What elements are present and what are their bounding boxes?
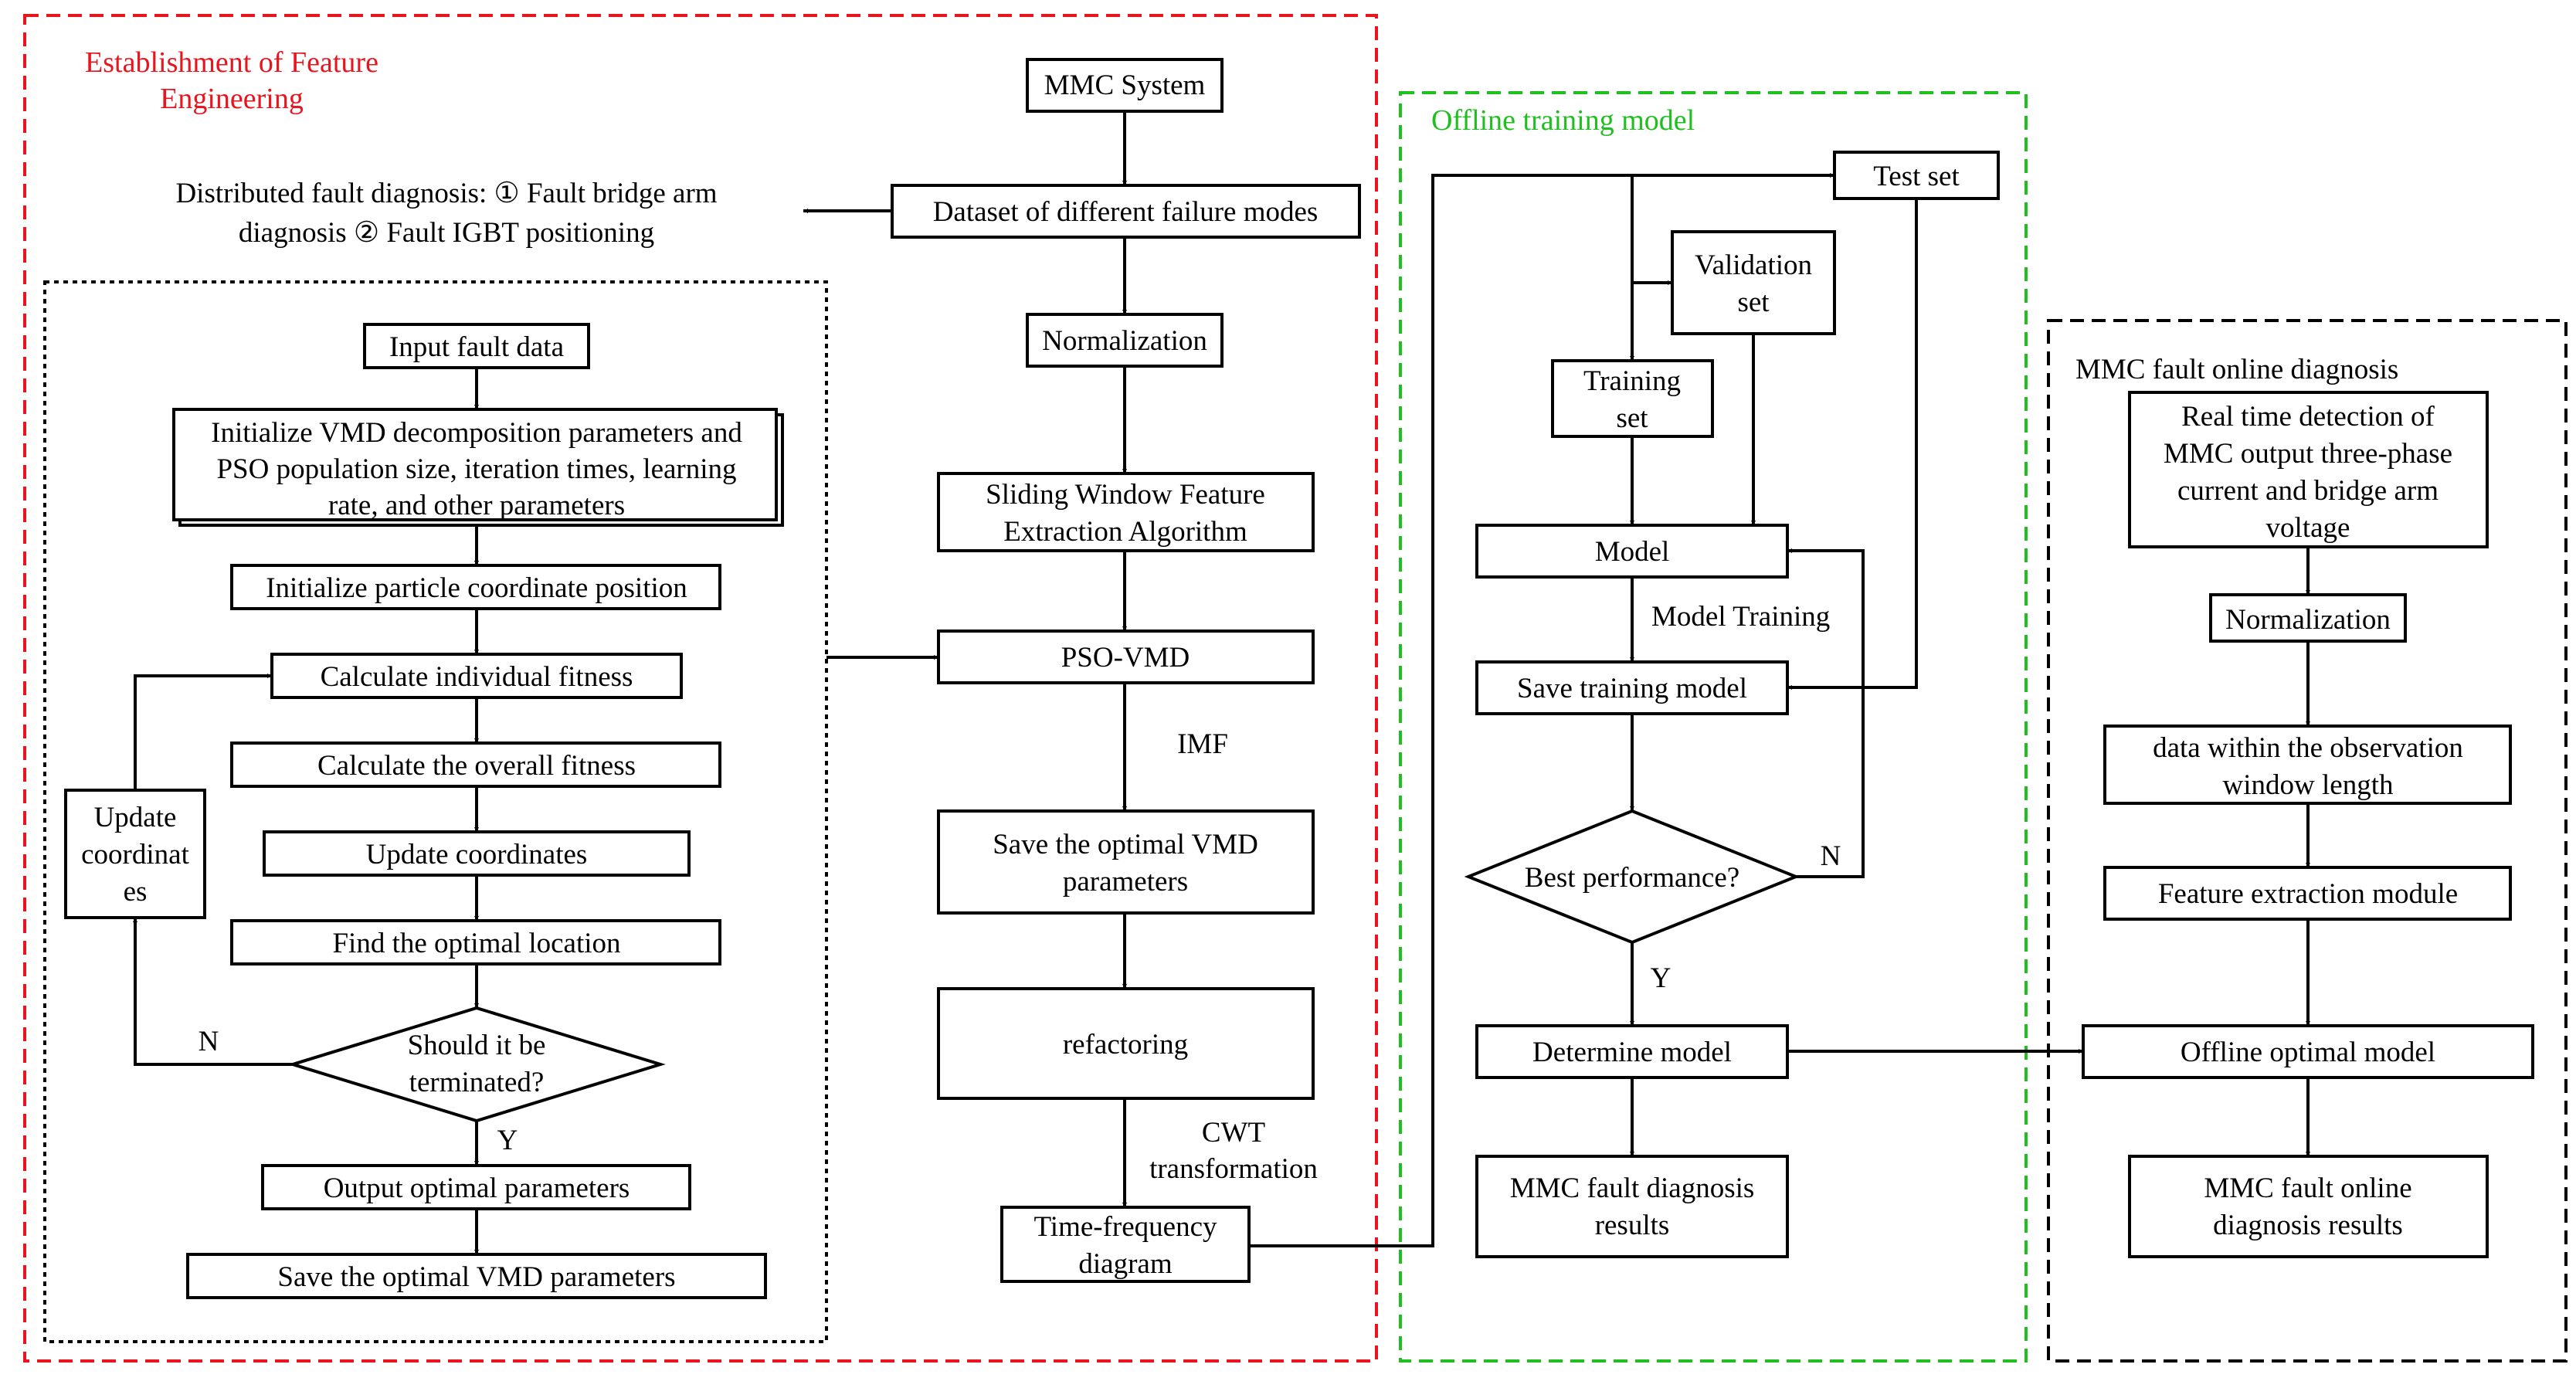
feature-region-title-line1: Establishment of Feature xyxy=(85,46,378,79)
realtime-detection-label-line1: Real time detection of xyxy=(2181,401,2435,433)
offline-training-region xyxy=(1399,91,2028,1363)
online-normalization-label: Normalization xyxy=(2225,604,2391,636)
edge-side-to-fitness xyxy=(134,674,272,790)
save-params-box xyxy=(186,1253,767,1299)
terminate-decision-label-line1: Should it be xyxy=(408,1030,546,1061)
edge-testset-to-save xyxy=(1787,199,1918,690)
time-frequency-label-line1: Time-frequency xyxy=(1033,1211,1217,1243)
save-model-label: Save training model xyxy=(1517,673,1747,704)
imf-label: IMF xyxy=(1177,728,1228,760)
offline-results-label-line1: MMC fault diagnosis xyxy=(1510,1173,1755,1204)
model-label: Model xyxy=(1595,536,1670,568)
init-vmd-label-line1: Initialize VMD decomposition parameters … xyxy=(211,417,742,449)
init-vmd-label-line2: PSO population size, iteration times, le… xyxy=(216,453,736,485)
observation-window-label-line1: data within the observation xyxy=(2153,732,2463,764)
online-results-box xyxy=(2128,1155,2489,1258)
dataset-label: Dataset of different failure modes xyxy=(933,196,1319,228)
online-results-label-line1: MMC fault online xyxy=(2204,1173,2411,1204)
feature-engineering-region xyxy=(23,14,1378,1363)
model-box xyxy=(1475,524,1789,579)
training-set-label-line2: set xyxy=(1616,402,1648,434)
online-normalization-box xyxy=(2209,593,2407,643)
edge-best-no xyxy=(1787,548,1865,878)
offline-n-label: N xyxy=(1821,840,1841,872)
refactoring-label: refactoring xyxy=(1063,1029,1188,1061)
determine-model-box xyxy=(1475,1024,1789,1079)
realtime-detection-label-line2: MMC output three-phase xyxy=(2164,438,2452,470)
normalization-label: Normalization xyxy=(1042,325,1207,357)
offline-results-box xyxy=(1475,1155,1789,1258)
overall-fitness-label: Calculate the overall fitness xyxy=(317,750,636,782)
edge-terminate-no xyxy=(133,918,293,1066)
input-fault-data-box xyxy=(363,323,590,369)
init-particle-label: Initialize particle coordinate position xyxy=(266,572,687,604)
mmc-system-box xyxy=(1026,58,1224,113)
distributed-note-line1: Distributed fault diagnosis: ① Fault bri… xyxy=(175,178,717,209)
feature-module-label: Feature extraction module xyxy=(2158,878,2458,910)
update-coords-label: Update coordinates xyxy=(366,839,588,870)
init-vmd-box xyxy=(172,408,778,521)
save-vmd-label-line2: parameters xyxy=(1063,866,1188,898)
pso-n-label: N xyxy=(199,1026,219,1057)
init-particle-box xyxy=(230,564,721,610)
offline-results-label-line2: results xyxy=(1595,1210,1670,1241)
mmc-system-label: MMC System xyxy=(1044,70,1206,101)
sliding-window-label-line1: Sliding Window Feature xyxy=(986,479,1265,511)
validation-set-box xyxy=(1671,230,1836,335)
feature-region-title-line2: Engineering xyxy=(160,83,304,115)
init-vmd-label-line3: rate, and other parameters xyxy=(328,490,625,521)
update-side-label-line3: es xyxy=(124,876,148,908)
offline-region-title: Offline training model xyxy=(1431,104,1695,137)
save-vmd-box xyxy=(937,809,1315,915)
connectors xyxy=(133,111,2310,1254)
online-results-label-line2: diagnosis results xyxy=(2213,1210,2403,1241)
training-set-label-line1: Training xyxy=(1583,365,1681,397)
sliding-window-box xyxy=(937,472,1315,552)
pso-vmd-label: PSO-VMD xyxy=(1061,642,1190,674)
test-set-label: Test set xyxy=(1873,161,1960,192)
model-training-label: Model Training xyxy=(1651,601,1830,633)
sliding-window-label-line2: Extraction Algorithm xyxy=(1003,516,1247,548)
offline-optimal-model-box xyxy=(2082,1024,2534,1079)
time-frequency-label-line2: diagram xyxy=(1078,1248,1172,1280)
validation-set-label-line1: Validation xyxy=(1695,249,1812,281)
pso-vmd-detail-region xyxy=(43,280,828,1343)
output-params-label: Output optimal parameters xyxy=(324,1173,630,1204)
find-optimal-label: Find the optimal location xyxy=(332,928,620,959)
save-vmd-label-line1: Save the optimal VMD xyxy=(993,829,1258,860)
observation-window-label-line2: window length xyxy=(2223,769,2394,801)
save-params-label: Save the optimal VMD parameters xyxy=(277,1261,675,1293)
update-side-label-line1: Update xyxy=(94,802,177,833)
terminate-decision-diamond xyxy=(287,1006,666,1123)
realtime-detection-box xyxy=(2128,391,2489,548)
update-side-label-line2: coordinat xyxy=(81,839,189,870)
refactoring-box xyxy=(937,987,1315,1100)
determine-model-label: Determine model xyxy=(1532,1037,1732,1068)
observation-window-box xyxy=(2103,725,2512,805)
individual-fitness-label: Calculate individual fitness xyxy=(321,661,633,693)
test-set-box xyxy=(1833,151,2000,200)
pso-y-label: Y xyxy=(497,1125,518,1156)
offline-optimal-model-label: Offline optimal model xyxy=(2181,1037,2435,1068)
distributed-note-line2: diagnosis ② Fault IGBT positioning xyxy=(239,217,654,249)
cwt-label-line1: CWT xyxy=(1202,1117,1265,1149)
offline-y-label: Y xyxy=(1651,962,1672,994)
realtime-detection-label-line4: voltage xyxy=(2266,512,2350,544)
terminate-decision-label-line2: terminated? xyxy=(409,1067,545,1098)
online-diagnosis-region xyxy=(2047,319,2568,1363)
best-performance-label: Best performance? xyxy=(1525,862,1739,894)
validation-set-label-line2: set xyxy=(1737,287,1770,318)
online-region-title: MMC fault online diagnosis xyxy=(2075,354,2398,385)
cwt-label-line2: transformation xyxy=(1149,1153,1318,1185)
input-fault-data-label: Input fault data xyxy=(389,331,564,363)
realtime-detection-label-line3: current and bridge arm xyxy=(2177,475,2439,507)
